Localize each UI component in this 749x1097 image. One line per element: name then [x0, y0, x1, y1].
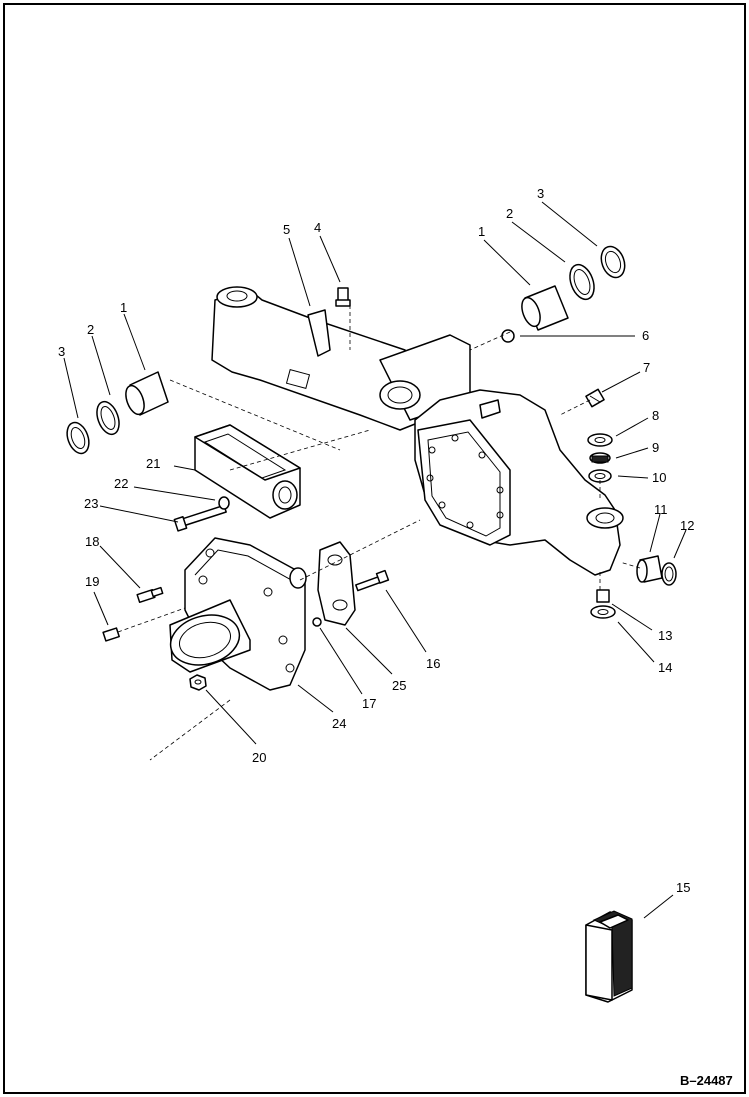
right-pin-bushing [636, 555, 677, 586]
washer-stack-upper [587, 433, 613, 483]
nut [189, 674, 207, 691]
callout-20: 20 [252, 750, 266, 765]
callout-23: 23 [84, 496, 98, 511]
callout-1-right: 1 [478, 224, 485, 239]
callout-15: 15 [676, 880, 690, 895]
callout-16: 16 [426, 656, 440, 671]
callout-17: 17 [362, 696, 376, 711]
callout-7: 7 [643, 360, 650, 375]
callout-5: 5 [283, 222, 290, 237]
grease-cartridge [585, 910, 633, 1003]
callout-25: 25 [392, 678, 406, 693]
leader-lines [63, 201, 687, 919]
callout-4: 4 [314, 220, 321, 235]
left-bushing-set [66, 371, 169, 455]
callout-13: 13 [658, 628, 672, 643]
callout-18: 18 [85, 534, 99, 549]
callout-labels: 3 2 1 4 5 6 7 8 9 10 11 12 13 14 15 1 2 … [58, 186, 694, 895]
bolt-18 [136, 586, 164, 604]
callout-12: 12 [680, 518, 694, 533]
diagram-frame [3, 3, 746, 1094]
centerlines [117, 305, 641, 761]
axle-housing [211, 286, 624, 576]
callout-10: 10 [652, 470, 666, 485]
dowel-pin [102, 627, 120, 642]
bolt-16 [355, 569, 390, 592]
callout-1-left: 1 [120, 300, 127, 315]
callout-3-left: 3 [58, 344, 65, 359]
callout-8: 8 [652, 408, 659, 423]
hub-carrier [169, 537, 307, 691]
pivot-block [194, 424, 301, 519]
callout-2-left: 2 [87, 322, 94, 337]
spring [585, 388, 605, 408]
right-bushing-set [521, 245, 626, 331]
callout-21: 21 [146, 456, 160, 471]
callout-22: 22 [114, 476, 128, 491]
washer-stack-lower [590, 589, 616, 619]
grease-fitting [335, 287, 351, 307]
callout-6: 6 [642, 328, 649, 343]
callout-9: 9 [652, 440, 659, 455]
figure-code: B–24487 [680, 1073, 733, 1088]
plug [501, 329, 515, 343]
bolt-23 [173, 496, 230, 532]
callout-24: 24 [332, 716, 346, 731]
bracket [312, 541, 356, 627]
callout-14: 14 [658, 660, 672, 675]
callout-11: 11 [654, 502, 668, 517]
callout-19: 19 [85, 574, 99, 589]
callout-2-right: 2 [506, 206, 513, 221]
callout-3-right: 3 [537, 186, 544, 201]
